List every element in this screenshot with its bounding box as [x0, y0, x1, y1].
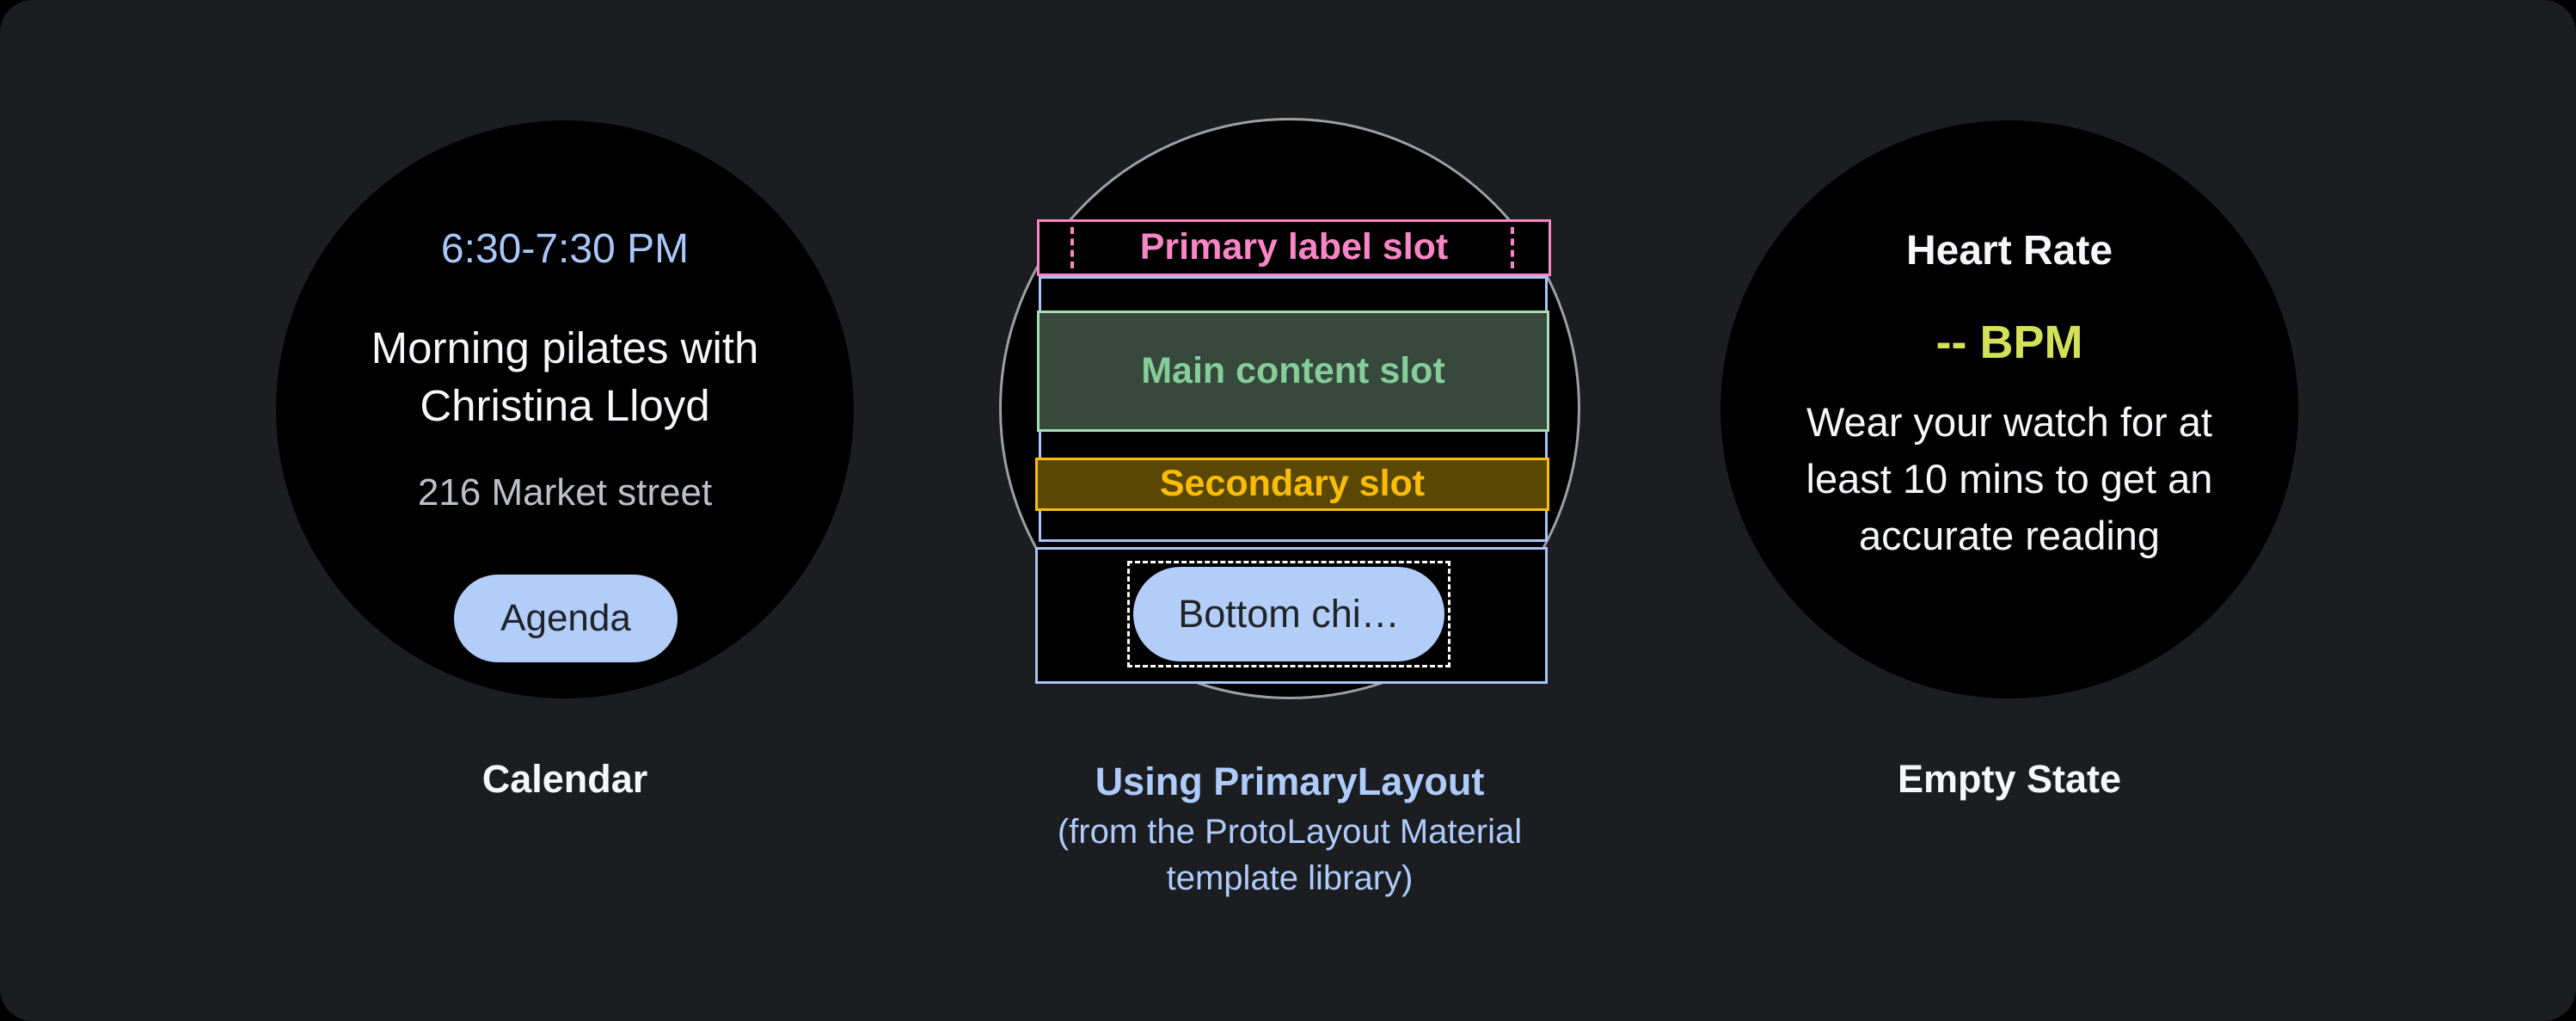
event-title-line1: Morning pilates with: [371, 323, 759, 372]
heart-rate-message-line1: Wear your watch for at: [1806, 399, 2212, 445]
main-content-slot-label: Main content slot: [1141, 350, 1445, 391]
event-time: 6:30-7:30 PM: [440, 226, 690, 272]
event-location: 216 Market street: [417, 471, 713, 514]
secondary-slot: Secondary slot: [1035, 458, 1549, 511]
heart-rate-value: -- BPM: [1935, 317, 2083, 368]
agenda-chip-label: Agenda: [500, 597, 631, 639]
caption-using-primarylayout: Using PrimaryLayout: [1095, 760, 1485, 803]
secondary-slot-label: Secondary slot: [1159, 463, 1426, 504]
primary-label-slot: Primary label slot: [1037, 219, 1551, 276]
bottom-chip[interactable]: Bottom chi…: [1127, 561, 1451, 667]
main-content-slot: Main content slot: [1037, 311, 1549, 432]
bottom-chip-selection-outline: [1127, 561, 1451, 667]
primary-label-right-guide: [1511, 227, 1514, 268]
caption-empty-state: Empty State: [1897, 757, 2122, 801]
event-title: Morning pilates with Christina Lloyd: [276, 319, 854, 434]
heart-rate-message-line3: accurate reading: [1858, 513, 2161, 558]
primary-label-left-guide: [1070, 227, 1074, 268]
bottom-chip-label: Bottom chi…: [1178, 592, 1400, 636]
caption-protolayout-note-line1: (from the ProtoLayout Material: [1057, 813, 1523, 851]
caption-protolayout-note: (from the ProtoLayout Material template …: [999, 809, 1580, 901]
agenda-chip[interactable]: Agenda: [454, 575, 678, 662]
heart-rate-title: Heart Rate: [1905, 228, 2113, 274]
heart-rate-message-line2: least 10 mins to get an: [1806, 456, 2213, 501]
primary-label-slot-label: Primary label slot: [1139, 226, 1449, 268]
event-title-line2: Christina Lloyd: [420, 381, 710, 430]
caption-calendar: Calendar: [481, 757, 648, 801]
heart-rate-tile: [1720, 120, 2298, 698]
heart-rate-message: Wear your watch for at least 10 mins to …: [1720, 394, 2298, 564]
caption-protolayout-note-line2: template library): [1166, 859, 1414, 897]
